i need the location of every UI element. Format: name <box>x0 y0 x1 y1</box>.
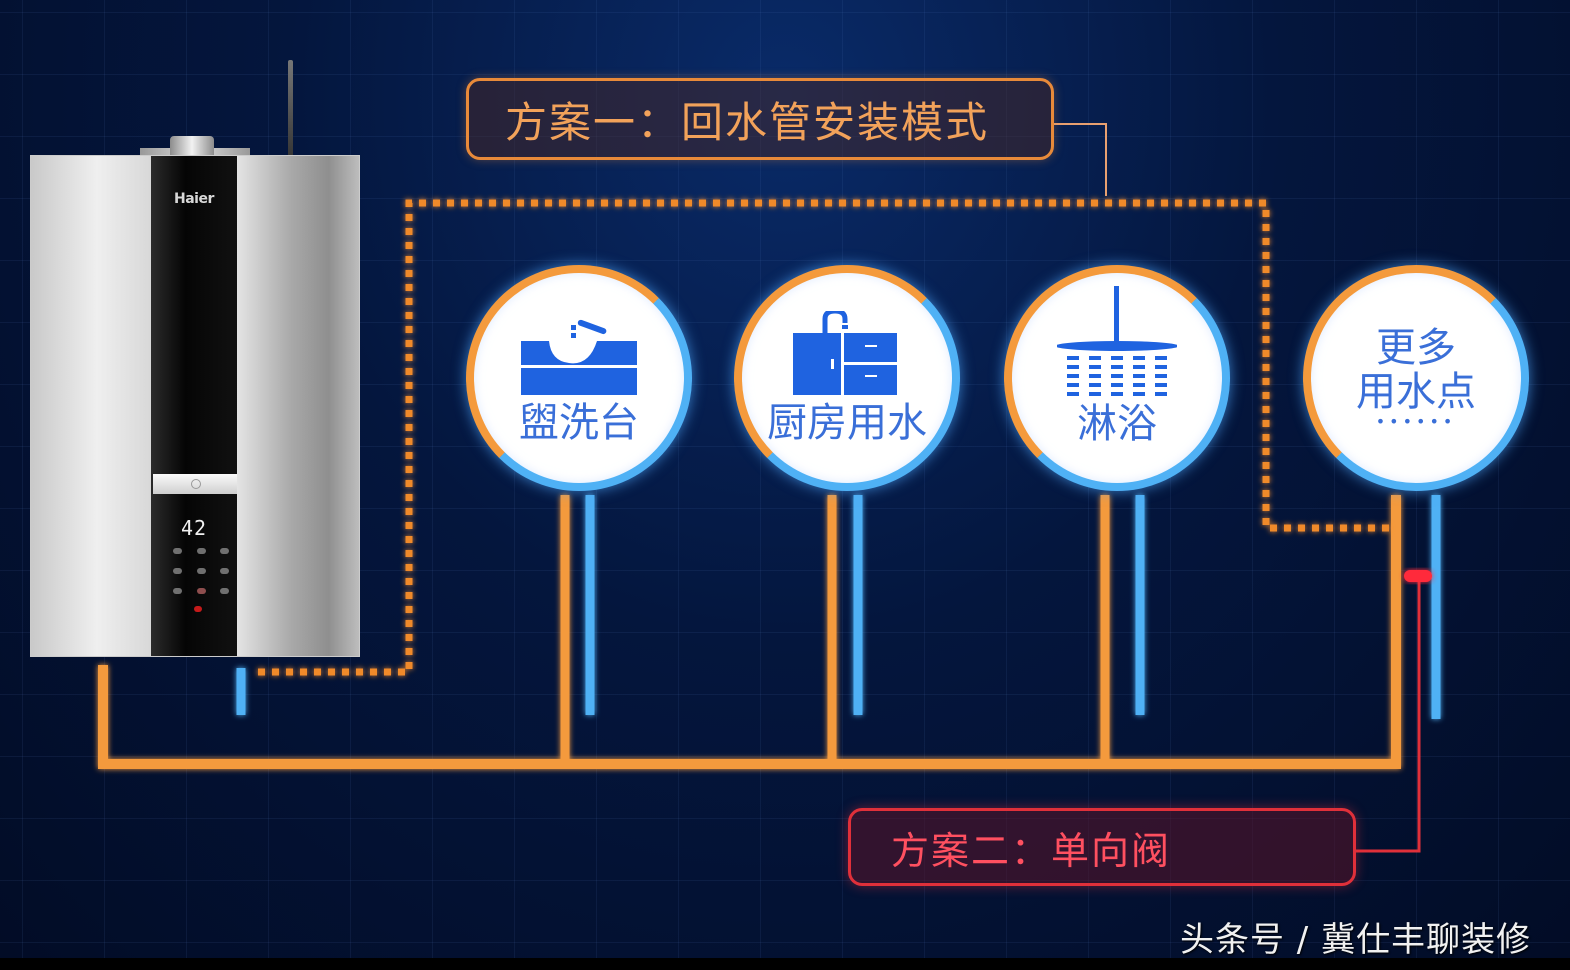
washbasin-label: 盥洗台 <box>519 400 639 446</box>
more-points-line2: 用水点 <box>1356 368 1476 415</box>
water-point-more: 更多 用水点 •••••• <box>1303 265 1529 491</box>
control-buttons-row-1 <box>173 548 229 554</box>
washbasin-icon <box>519 311 639 395</box>
return-pipe-dotted <box>258 123 1392 676</box>
heater-front-panel <box>151 156 237 656</box>
more-points-line1: 更多 <box>1376 324 1456 371</box>
flue-pipe <box>170 136 214 158</box>
hot-water-main <box>98 495 1401 769</box>
shower-icon <box>1055 286 1179 396</box>
bottom-border <box>0 958 1570 970</box>
ellipsis-dots: •••••• <box>1375 411 1457 431</box>
water-point-kitchen: 厨房用水 <box>734 265 960 491</box>
check-valve-icon <box>1404 570 1432 582</box>
water-point-washbasin: 盥洗台 <box>466 265 692 491</box>
water-point-shower: 淋浴 <box>1004 265 1230 491</box>
control-buttons-row-3 <box>173 588 229 594</box>
shower-label: 淋浴 <box>1077 401 1157 447</box>
heater-body: Haier 42 <box>30 155 360 657</box>
cold-water-main <box>20 495 1441 720</box>
water-heater: Haier 42 <box>30 60 360 670</box>
plan1-text: 方案一：回水管安装模式 <box>505 97 990 147</box>
brand-logo: Haier <box>174 191 214 207</box>
antenna-icon <box>288 60 293 160</box>
watermark: 头条号 / 冀仕丰聊装修 <box>1180 920 1532 958</box>
kitchen-label: 厨房用水 <box>767 400 927 446</box>
heater-handle <box>153 474 237 494</box>
check-valve-connector <box>1356 570 1432 853</box>
power-button-icon <box>194 606 202 612</box>
plan2-label: 方案二：单向阀 <box>848 808 1356 886</box>
handle-logo-icon <box>191 479 201 489</box>
control-buttons-row-2 <box>173 568 229 574</box>
temperature-display: 42 <box>181 516 208 540</box>
kitchen-sink-icon <box>787 308 907 395</box>
plan1-label: 方案一：回水管安装模式 <box>466 78 1054 160</box>
plan2-text: 方案二：单向阀 <box>891 828 1172 873</box>
